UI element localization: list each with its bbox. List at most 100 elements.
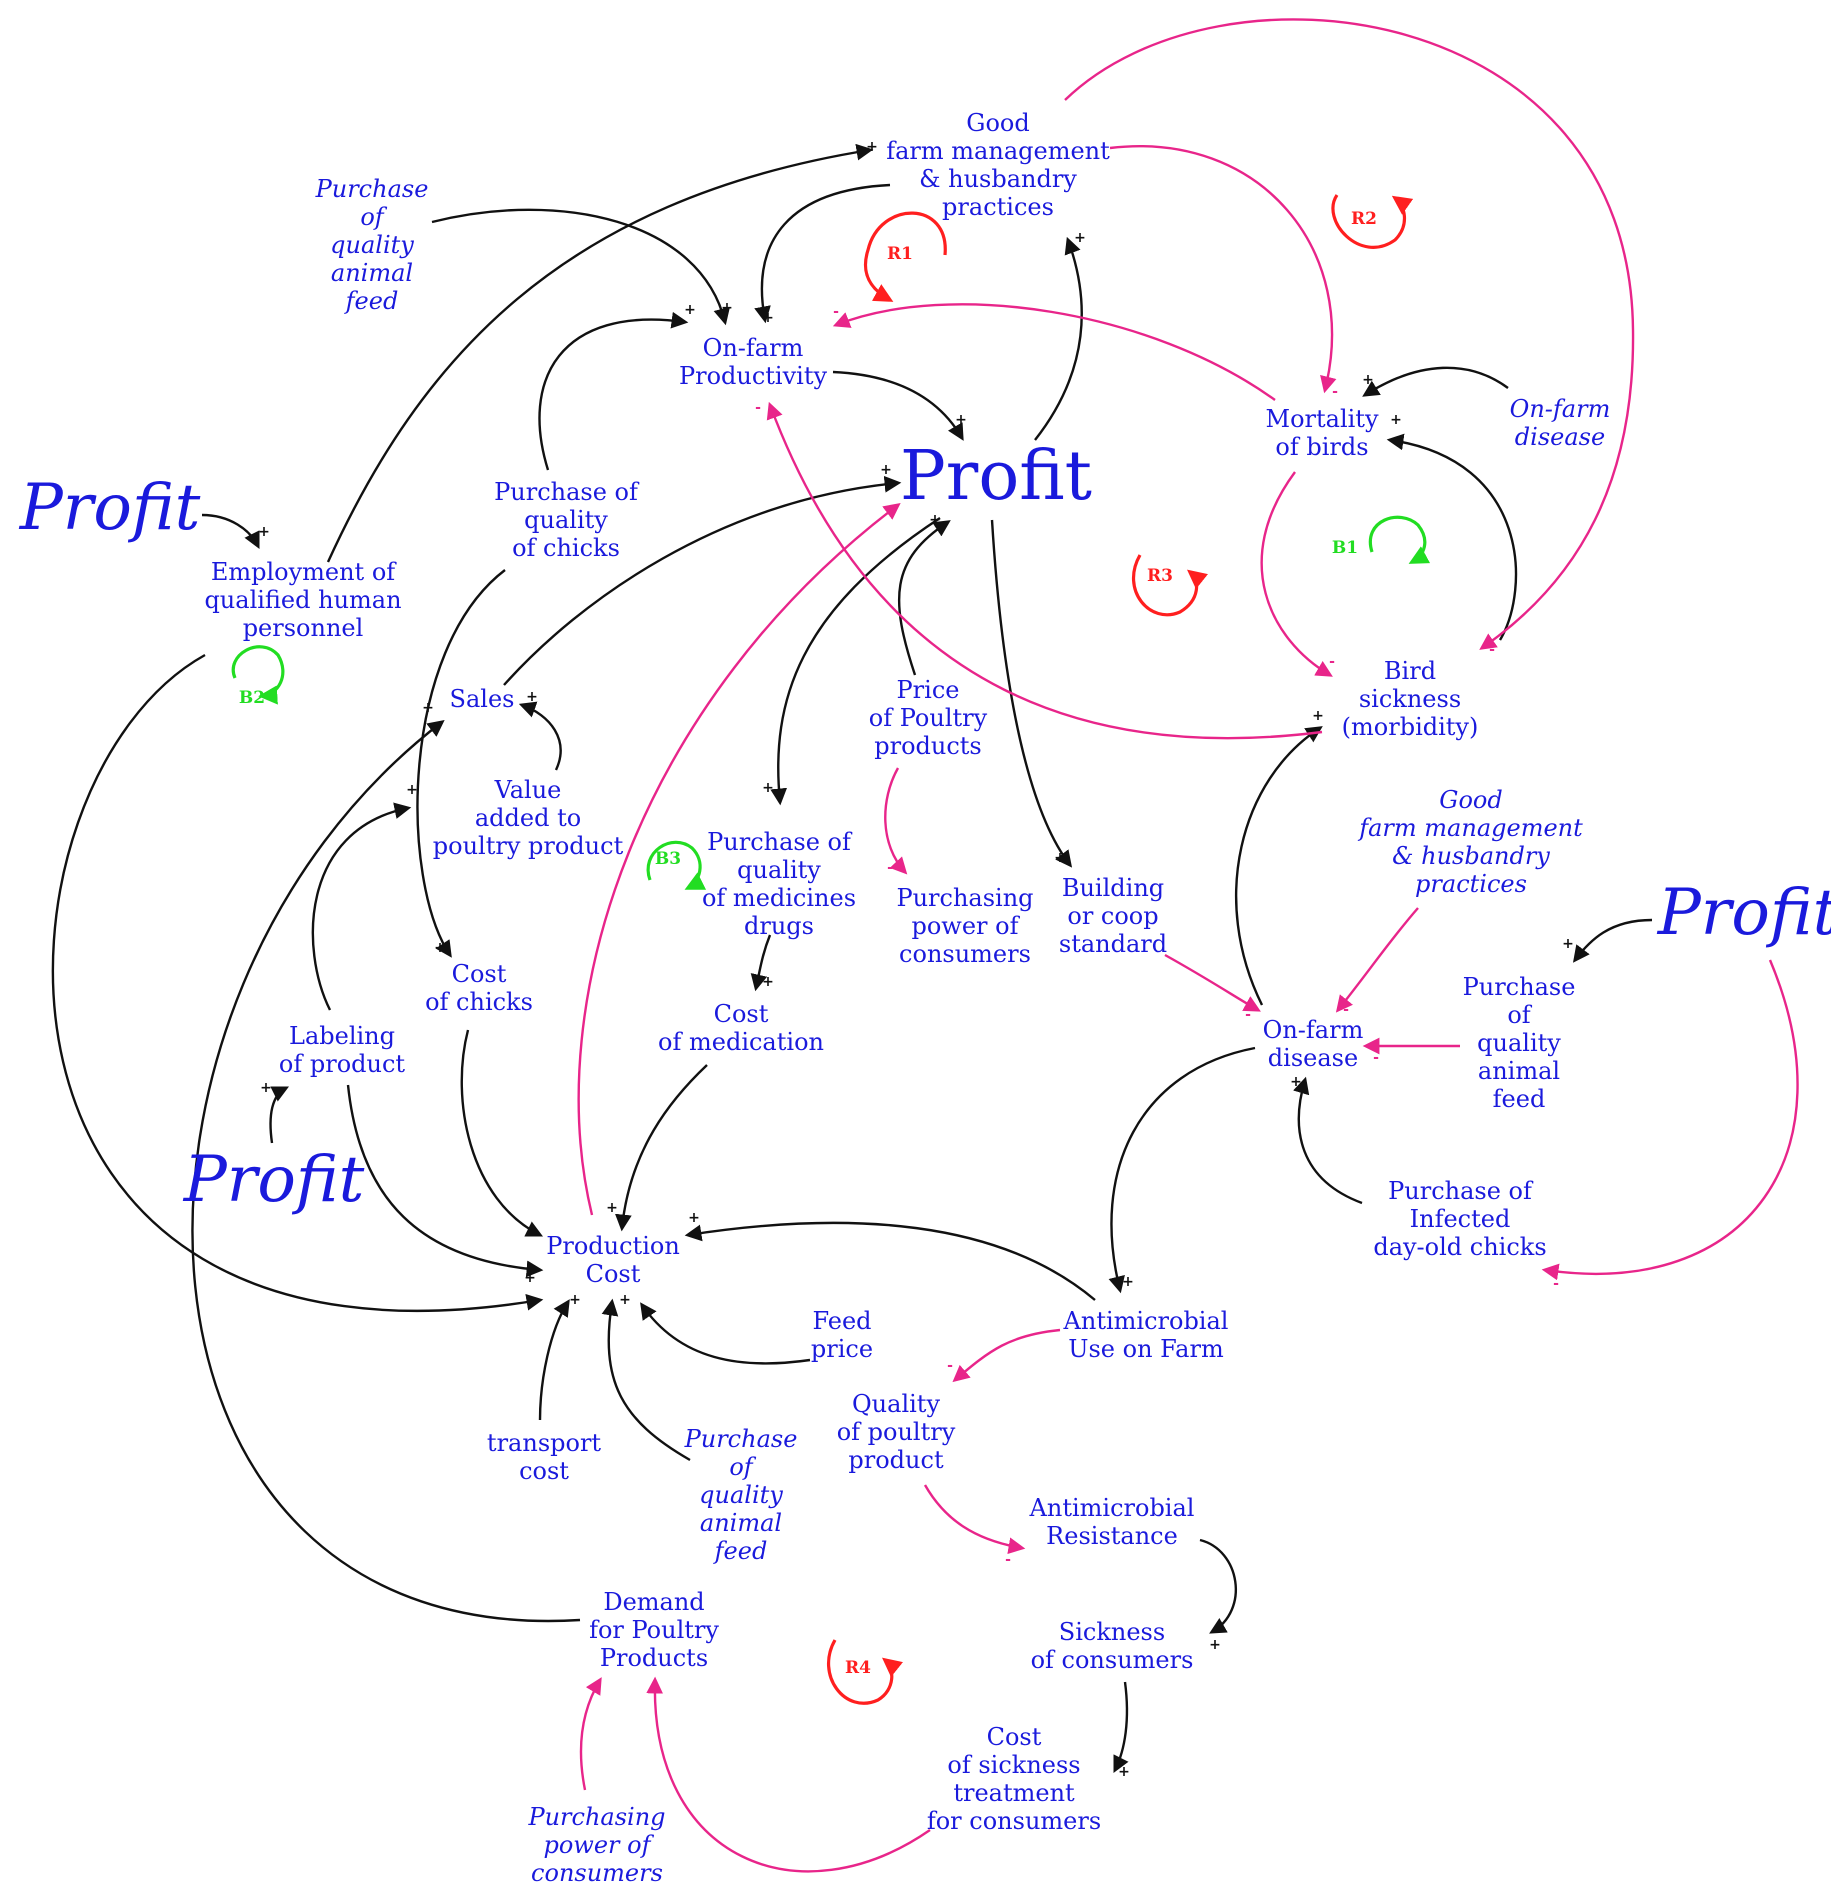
node-feed-price: Feed price [810,1307,874,1363]
node-profit-center: Profit [900,437,1092,516]
link-profit-right-to-feed [1572,918,1653,963]
link-demand-to-sales [191,719,581,1623]
polarity-plus-cost-sickness: + [1118,1764,1130,1780]
loop-label-r2: R2 [1351,209,1377,229]
link-amu-to-quality [952,1328,1061,1383]
node-labeling: Labeling of product [278,1022,406,1078]
polarity-minus-sickness-1: - [1329,654,1335,670]
polarity-minus-infected: - [1553,1276,1559,1292]
loop-arc-r1 [863,211,947,302]
polarity-plus-productivity-2: + [721,300,733,316]
node-cost-medication: Cost of medication [658,1000,824,1056]
polarity-plus-sickness: + [1312,708,1324,724]
node-transport-cost: transport cost [486,1429,602,1485]
node-purchasing-power-bottom: Purchasing power of consumers [528,1803,666,1887]
node-mortality-of-birds: Mortality of birds [1265,405,1379,461]
node-bird-sickness: Bird sickness (morbidity) [1341,657,1479,741]
node-sales: Sales [449,685,515,713]
polarity-plus-sales-1: + [422,700,434,716]
node-good-farm-management-top: Good farm management & husbandry practic… [886,109,1110,221]
link-building-to-disease [1164,953,1261,1012]
loop-arc-r2 [1331,194,1414,249]
link-chicks-to-cost [416,569,506,958]
link-chicks-to-productivity [538,311,689,471]
link-mortality-to-sickness [1260,471,1333,677]
link-profit-bl-to-labeling [269,1086,290,1144]
polarity-minus-disease-2: - [1343,1002,1349,1018]
polarity-plus-mortality-2: + [1390,412,1402,428]
link-profit-to-mgmt [1034,236,1083,441]
polarity-minus-demand-2: - [647,1684,653,1700]
polarity-minus-mortality: - [1332,384,1338,400]
link-profit-to-building [990,519,1073,868]
polarity-minus-amr: - [1005,1552,1011,1568]
polarity-plus-production-2: + [688,1210,700,1226]
link-labeling-to-value [311,802,412,1011]
polarity-plus-profit-3: + [929,512,941,528]
loop-arc-r3 [1132,554,1208,617]
node-employment-personnel: Employment of qualified human personnel [204,558,402,642]
node-profit-bottom-left: Profit [183,1143,365,1217]
polarity-minus-disease-3: - [1373,1050,1379,1066]
link-feed-to-productivity [431,208,730,326]
link-infected-to-disease [1293,1076,1363,1205]
polarity-plus-value-added: + [406,782,418,798]
polarity-plus-profit-1: + [955,412,967,428]
node-on-farm-disease-top: On-farm disease [1509,395,1611,451]
link-profit-to-medicines [770,516,941,806]
polarity-minus-profit: - [890,502,896,518]
polarity-plus-feed-right: + [1562,936,1574,952]
node-purchase-infected-chicks: Purchase of Infected day-old chicks [1373,1177,1547,1261]
polarity-plus-production-1: + [606,1200,618,1216]
polarity-minus-power: - [887,860,893,876]
link-employment-to-production [51,653,544,1313]
polarity-plus-production-4: + [569,1292,581,1308]
polarity-plus-amu: + [1122,1274,1134,1290]
link-employment-to-mgmt [326,143,874,563]
link-production-to-profit [577,502,901,1216]
node-quality-poultry-product: Quality of poultry product [836,1390,956,1474]
polarity-plus-employment: + [258,524,270,540]
polarity-plus-mortality-1: + [1362,372,1374,388]
loop-label-b2: B2 [238,688,266,708]
link-price-to-power [884,767,908,875]
node-production-cost: Production Cost [546,1232,680,1288]
polarity-minus-demand-1: - [589,1678,595,1694]
polarity-plus-productivity-3: + [762,310,774,326]
node-profit-left: Profit [19,471,201,545]
loop-arc-r4 [827,1639,903,1705]
polarity-plus-mgmt: + [866,139,878,155]
polarity-minus-disease-1: - [1245,1007,1251,1023]
link-price-to-profit [898,520,951,676]
link-transport-to-production [538,1299,570,1421]
link-profit-left-to-employment [201,513,260,550]
polarity-minus-sickness-2: - [1489,642,1495,658]
node-value-added: Value added to poultry product [432,776,624,860]
link-mgmtright-to-disease [1335,907,1419,1013]
node-good-farm-management-right: Good farm management & husbandry practic… [1359,786,1583,898]
link-sales-to-profit [503,475,902,686]
link-mortality-to-productivity [832,303,1276,401]
node-on-farm-productivity: On-farm Productivity [678,334,828,390]
link-profit-right-to-infected [1541,959,1799,1281]
link-disease-to-mortality [1362,366,1509,397]
polarity-plus-medicines: + [762,780,774,796]
link-disease-to-amu [1108,1046,1256,1294]
polarity-minus-productivity-bottom: - [755,400,761,416]
link-amr-to-sickness [1199,1538,1237,1634]
node-purchasing-power-mid: Purchasing power of consumers [896,884,1034,968]
link-sickness-to-costsick [1113,1681,1129,1774]
loop-label-r4: R4 [845,1658,871,1678]
polarity-plus-mgmt-right: + [1074,230,1086,246]
node-purchase-medicines: Purchase of quality of medicines drugs [701,828,857,940]
polarity-plus-productivity-1: + [684,302,696,318]
loop-arc-b1 [1368,515,1431,564]
node-purchase-feed-left: Purchase of quality animal feed [315,175,429,315]
node-cost-of-chicks: Cost of chicks [425,960,533,1016]
link-powerbottom-to-demand [579,1677,602,1791]
loop-label-r1: R1 [887,244,913,264]
link-quality-to-amr [923,1484,1026,1555]
link-costsick-to-demand [646,1676,931,1873]
